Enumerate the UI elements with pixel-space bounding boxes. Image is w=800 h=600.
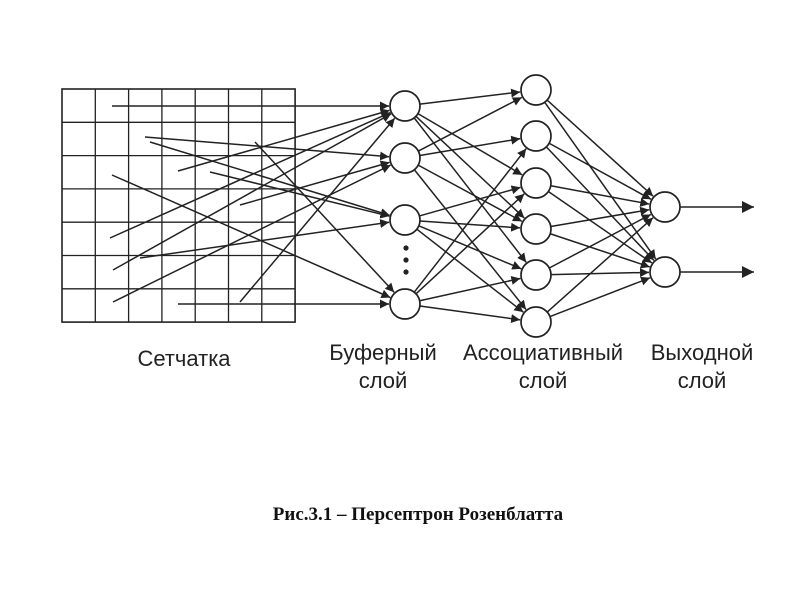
assoc-layer-label-line1: Ассоциативный — [463, 340, 623, 365]
buffer-to-assoc-connection — [419, 88, 521, 105]
retina-grid — [61, 88, 296, 323]
buffer-to-assoc-connection — [413, 169, 527, 310]
buffer-to-assoc-connection — [419, 305, 521, 324]
retina-to-buffer-connection — [254, 141, 395, 293]
buffer-to-assoc-connection — [418, 225, 522, 270]
retina-to-buffer-connection — [149, 141, 390, 217]
figure-caption: Рис.3.1 – Персептрон Розенблатта — [273, 504, 564, 525]
assoc-neuron — [520, 167, 552, 199]
buffer-neuron — [389, 142, 421, 174]
assoc-neuron — [520, 74, 552, 106]
buffer-to-assoc-connection — [419, 276, 521, 302]
buffer-to-assoc-connection — [419, 220, 521, 232]
retina-to-buffer-connection — [109, 111, 391, 239]
retina-to-buffer-connection — [209, 171, 390, 219]
assoc-to-output-connection — [546, 99, 654, 197]
buffer-neuron — [389, 288, 421, 320]
buffer-to-assoc-connection — [413, 117, 527, 263]
assoc-to-output-connection — [544, 101, 657, 260]
retina-to-buffer-connection — [112, 113, 392, 271]
buffer-to-assoc-connection — [415, 115, 525, 219]
assoc-to-output-connection — [550, 185, 650, 207]
ellipsis-dots — [403, 245, 409, 275]
buffer-to-assoc-connection — [417, 112, 523, 176]
assoc-to-output-connection — [547, 190, 653, 264]
assoc-to-output-connection — [550, 268, 650, 278]
buffer-to-assoc-connection — [417, 96, 523, 152]
buffer-to-assoc-connection — [419, 185, 521, 217]
assoc-to-output-connection — [545, 146, 655, 261]
assoc-layer-label-line2: слой — [519, 368, 568, 393]
output-neuron — [649, 256, 681, 288]
buffer-layer-label-line2: слой — [359, 368, 408, 393]
assoc-to-output-connection — [548, 142, 652, 200]
assoc-to-output-connection — [549, 233, 651, 269]
buffer-to-assoc-connection — [413, 148, 527, 293]
buffer-to-assoc-connection — [415, 193, 525, 295]
retina-to-buffer-connection — [144, 136, 390, 161]
retina-border — [61, 88, 296, 323]
assoc-neuron — [520, 120, 552, 152]
retina-label: Сетчатка — [137, 346, 231, 371]
buffer-neuron — [389, 204, 421, 236]
buffer-neuron — [389, 90, 421, 122]
retina-to-buffer-connection — [111, 174, 391, 299]
buffer-to-assoc-connection — [416, 228, 524, 313]
output-layer-label-line1: Выходной — [651, 340, 754, 365]
retina-to-buffer-connection — [112, 164, 391, 303]
connections — [109, 88, 754, 324]
buffer-layer-label-line1: Буферный — [329, 340, 437, 365]
assoc-neuron — [520, 306, 552, 338]
buffer-to-assoc-connection — [419, 135, 521, 157]
output-neuron — [649, 191, 681, 223]
retina-to-buffer-connection — [239, 117, 396, 303]
assoc-to-output-connection — [548, 213, 652, 269]
assoc-to-output-connection — [546, 217, 654, 313]
assoc-neuron — [520, 213, 552, 245]
assoc-to-output-connection — [549, 276, 651, 318]
retina-to-buffer-connection — [239, 160, 390, 206]
retina-to-buffer-connection — [139, 219, 390, 259]
assoc-neuron — [520, 259, 552, 291]
neurons — [389, 74, 681, 338]
output-layer-label-line2: слой — [678, 368, 727, 393]
assoc-to-output-connection — [550, 206, 650, 228]
